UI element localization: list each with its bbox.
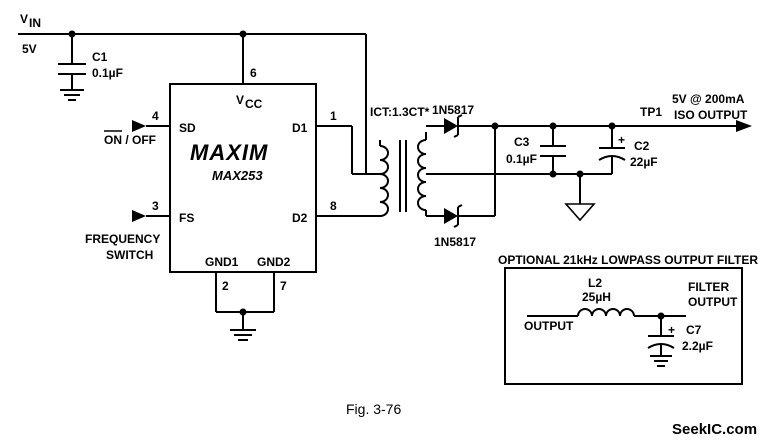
transformer bbox=[366, 132, 434, 217]
c1-capacitor bbox=[58, 34, 86, 101]
watermark-text: SeekIC.com bbox=[672, 421, 757, 438]
off-text: / OFF bbox=[122, 133, 156, 147]
c1-name-label: C1 bbox=[92, 50, 108, 64]
ground-pins bbox=[215, 272, 275, 341]
filter-title: OPTIONAL 21kHz LOWPASS OUTPUT FILTER bbox=[498, 253, 758, 267]
transformer-label: ICT:1.3CT* bbox=[370, 105, 430, 119]
diode-top bbox=[426, 114, 612, 138]
frequency-label: FREQUENCY bbox=[85, 232, 160, 246]
c7-plus-label: + bbox=[668, 323, 675, 337]
diode-bottom-label: 1N5817 bbox=[434, 235, 476, 249]
filter-output-label-1: FILTER bbox=[688, 280, 729, 294]
on-text: ON bbox=[104, 133, 122, 147]
filter-box bbox=[504, 267, 743, 385]
pin3-label: 3 bbox=[152, 199, 159, 213]
figure-caption: Fig. 3-76 bbox=[346, 401, 401, 417]
c7-value-label: 2.2µF bbox=[682, 339, 713, 353]
output-arrow bbox=[612, 120, 752, 132]
output-spec-label: 5V @ 200mA bbox=[672, 92, 745, 106]
filter-output-label-2: OUTPUT bbox=[688, 295, 738, 309]
filter-circuit bbox=[527, 308, 686, 367]
iso-output-label: ISO OUTPUT bbox=[674, 108, 748, 122]
l2-value-label: 25µH bbox=[582, 290, 611, 304]
c3-value-label: 0.1µF bbox=[506, 152, 537, 166]
pin6-label: 6 bbox=[250, 66, 257, 80]
d2-pin-label: D2 bbox=[292, 211, 308, 225]
vin-sub-label: IN bbox=[29, 16, 41, 30]
switch-label: SWITCH bbox=[106, 248, 153, 262]
filter-input-label: OUTPUT bbox=[524, 319, 574, 333]
vcc-label: V bbox=[236, 93, 244, 107]
c3-name-label: C3 bbox=[514, 135, 530, 149]
maxim-logo: MAXIM bbox=[190, 140, 268, 165]
pin1-label: 1 bbox=[330, 109, 337, 123]
l2-name-label: L2 bbox=[588, 276, 602, 290]
c7-name-label: C7 bbox=[686, 323, 702, 337]
vin-label: V bbox=[20, 12, 28, 26]
pin8-label: 8 bbox=[330, 199, 337, 213]
c2-plus-label: + bbox=[618, 133, 625, 147]
pin4-label: 4 bbox=[152, 109, 159, 123]
center-tap-return bbox=[434, 170, 612, 222]
tp1-label: TP1 bbox=[640, 105, 662, 119]
fs-pin-label: FS bbox=[179, 211, 194, 225]
vcc-sub-label: CC bbox=[245, 97, 263, 111]
on-off-label: ON / OFF bbox=[104, 133, 156, 147]
primary-wires bbox=[316, 125, 380, 217]
diode-bottom bbox=[426, 126, 496, 228]
c1-value-label: 0.1µF bbox=[92, 66, 123, 80]
fs-input bbox=[132, 210, 170, 222]
c2-name-label: C2 bbox=[634, 139, 650, 153]
c2-capacitor bbox=[598, 122, 626, 174]
sd-pin-label: SD bbox=[179, 121, 196, 135]
gnd1-pin-label: GND1 bbox=[205, 255, 239, 269]
c2-value-label: 22µF bbox=[630, 155, 658, 169]
c3-capacitor bbox=[540, 126, 566, 174]
diode-top-label: 1N5817 bbox=[432, 103, 474, 117]
gnd2-pin-label: GND2 bbox=[257, 255, 291, 269]
pin2-label: 2 bbox=[222, 279, 229, 293]
pin7-label: 7 bbox=[280, 279, 287, 293]
d1-pin-label: D1 bbox=[292, 121, 308, 135]
vin-voltage-label: 5V bbox=[22, 42, 37, 56]
sd-input bbox=[132, 120, 170, 132]
chip-part-label: MAX253 bbox=[212, 168, 263, 183]
